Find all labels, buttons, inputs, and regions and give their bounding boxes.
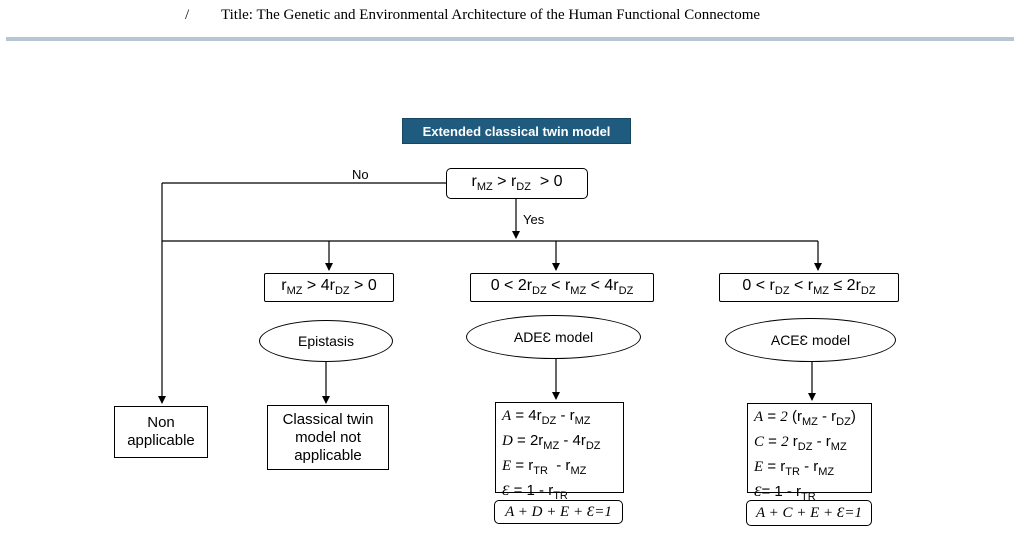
ace-equations: A = 2 (rMZ - rDZ) C = 2 rDZ - rMZ E = rT… [747, 403, 872, 503]
page-header: / Title: The Genetic and Environmental A… [0, 0, 1020, 41]
yes-label: Yes [523, 212, 545, 227]
ace-equation-c: C = 2 rDZ - rMZ [754, 433, 847, 453]
epistasis-ellipse: Epistasis [259, 320, 393, 362]
ade-equations: A = 4rDZ - rMZ D = 2rMZ - 4rDZ E = rTR -… [495, 402, 624, 502]
ade-sum: A + D + E + Ɛ=1 [494, 500, 623, 524]
header-slash: / [185, 7, 190, 23]
non-applicable-box: Non applicable [114, 406, 208, 458]
header-divider [6, 37, 1014, 41]
ace-ellipse: ACEƐ model [725, 318, 896, 362]
epistasis-condition: rMZ > 4rDZ > 0 [264, 273, 394, 302]
no-label: No [352, 167, 369, 182]
classical-not-applicable-box: Classical twin model not applicable [267, 405, 389, 470]
ade-condition: 0 < 2rDZ < rMZ < 4rDZ [470, 273, 654, 302]
ade-equation-e: E = rTR - rMZ [502, 457, 587, 477]
diagram-title: Extended classical twin model [402, 118, 631, 144]
ace-equation-e: E = rTR - rMZ [754, 458, 835, 478]
ace-equation-a: A = 2 (rMZ - rDZ) [754, 408, 856, 428]
epistasis-label: Epistasis [297, 333, 355, 349]
ade-equation-d: D = 2rMZ - 4rDZ [502, 432, 601, 452]
non-applicable-text: Non applicable [127, 414, 195, 449]
ace-sum: A + C + E + Ɛ=1 [746, 500, 872, 526]
ace-label: ACEƐ model [770, 332, 851, 348]
ade-ellipse: ADEƐ model [466, 315, 641, 359]
ade-equation-epsilon: Ɛ = 1 - rTR [502, 482, 568, 502]
ade-label: ADEƐ model [513, 329, 594, 345]
header-title: Title: The Genetic and Environmental Arc… [221, 7, 761, 23]
ade-equation-a: A = 4rDZ - rMZ [502, 407, 591, 427]
classical-not-applicable-text: Classical twin model not applicable [282, 410, 374, 464]
root-condition: rMZ > rDZ > 0 [446, 168, 588, 199]
ace-condition: 0 < rDZ < rMZ ≤ 2rDZ [719, 273, 899, 302]
